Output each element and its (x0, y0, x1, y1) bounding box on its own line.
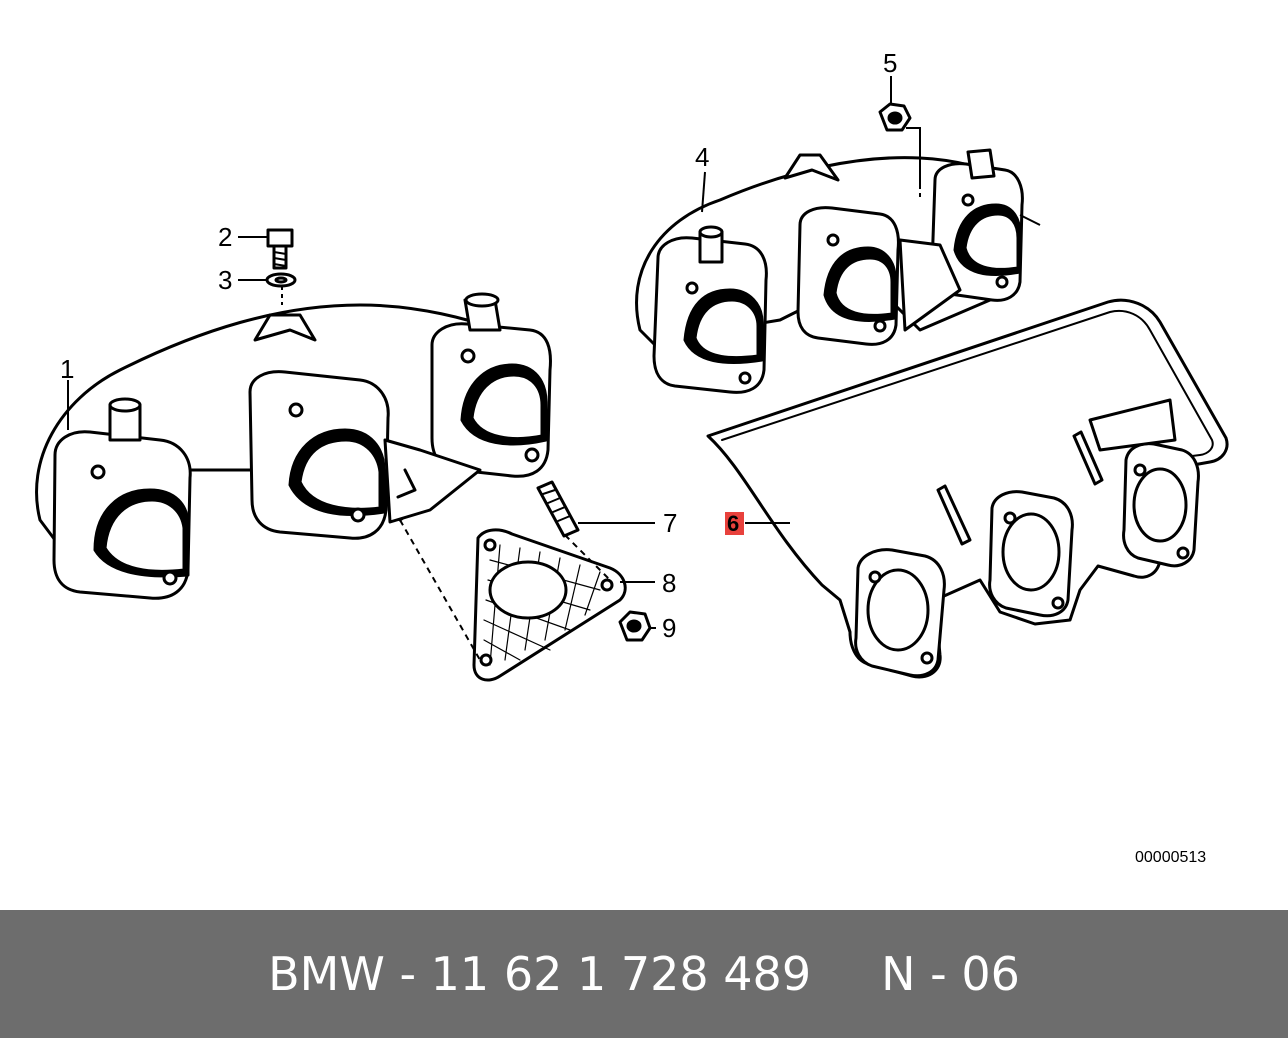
callout-6-highlight (725, 512, 744, 535)
callout-3[interactable]: 3 (218, 265, 232, 295)
callout-1[interactable]: 1 (60, 354, 74, 384)
bolt-part-2 (266, 228, 294, 270)
parts-diagram: 1 2 3 4 5 6 7 8 9 00000513 (35, 48, 1229, 866)
stud-part-7 (536, 480, 580, 538)
callout-5[interactable]: 5 (883, 48, 897, 78)
reference-number: 00000513 (1135, 849, 1206, 866)
footer-bar: BMW - 11 62 1 728 489 N - 06 (0, 910, 1288, 1038)
part-number: BMW - 11 62 1 728 489 (268, 947, 812, 1001)
nut-part-9 (618, 610, 652, 642)
callout-7[interactable]: 7 (663, 508, 677, 538)
exhaust-manifold-left (35, 292, 552, 600)
leader-lines (67, 76, 1041, 661)
heat-shield-part-6 (706, 298, 1229, 679)
callout-4[interactable]: 4 (695, 142, 709, 172)
washer-part-3 (265, 272, 297, 288)
callout-6[interactable]: 6 (727, 511, 739, 536)
callout-8[interactable]: 8 (662, 568, 676, 598)
gasket-part-8 (472, 528, 627, 682)
nut-part-5 (878, 102, 912, 132)
exhaust-manifold-right (635, 148, 1024, 394)
callout-9[interactable]: 9 (662, 613, 676, 643)
callout-2[interactable]: 2 (218, 222, 232, 252)
diagram-position: N - 06 (881, 947, 1020, 1001)
